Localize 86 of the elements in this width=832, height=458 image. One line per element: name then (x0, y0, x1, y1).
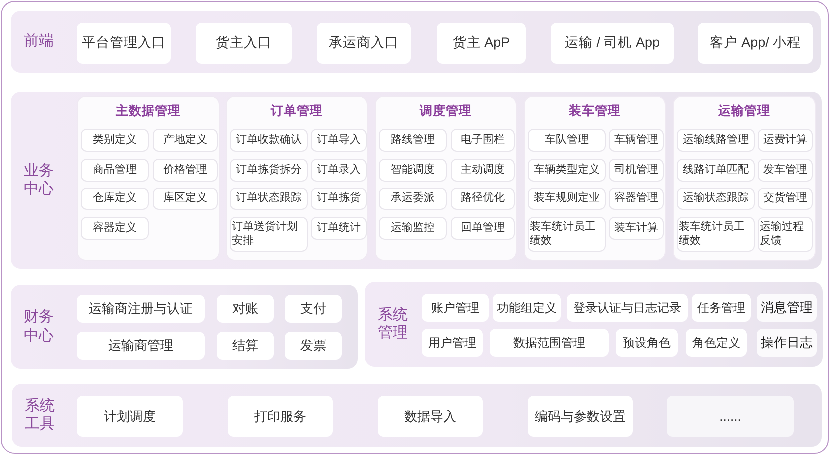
function-tile: 角色定义 (686, 329, 747, 357)
module-panel (77, 96, 220, 261)
function-tile: 支付 (285, 295, 342, 323)
function-tile: 产地定义 (153, 129, 218, 152)
function-tile: 商品管理 (81, 159, 149, 182)
function-tile: 订单统计 (311, 217, 367, 240)
function-tile: 任务管理 (692, 294, 751, 322)
function-tile: 车辆管理 (609, 129, 664, 152)
function-tile: 编码与参数设置 (528, 396, 633, 437)
layer-band (11, 285, 358, 369)
function-tile: 结算 (217, 332, 274, 360)
function-tile: 承运委派 (379, 188, 447, 210)
layer-title: 财务中心 (24, 308, 55, 346)
function-tile: 智能调度 (379, 159, 447, 182)
panel-title: 运输管理 (718, 103, 770, 120)
function-tile: 功能组定义 (493, 294, 561, 322)
function-tile: 运输状态跟踪 (677, 188, 755, 210)
function-tile: 交货管理 (758, 188, 813, 210)
function-tile: 订单录入 (311, 159, 367, 182)
function-tile: 库区定义 (153, 188, 218, 210)
layer-band (11, 11, 821, 73)
function-tile: 对账 (217, 295, 274, 323)
panel-title: 主数据管理 (116, 103, 181, 120)
layer-band (11, 92, 822, 269)
function-tile: 用户管理 (422, 329, 483, 357)
function-tile: 订单导入 (311, 129, 367, 152)
function-tile: ...... (667, 396, 794, 437)
function-tile: 路径优化 (451, 188, 515, 210)
panel-title: 订单管理 (271, 103, 323, 120)
function-tile: 操作日志 (757, 329, 817, 357)
function-tile: 容器管理 (609, 188, 664, 210)
function-tile: 订单送货计划安排 (230, 217, 308, 252)
layer-title: 前端 (24, 32, 54, 52)
layer-band (12, 384, 822, 447)
function-tile: 仓库定义 (81, 188, 149, 210)
function-tile: 回单管理 (451, 217, 515, 240)
function-tile: 车队管理 (528, 129, 606, 152)
function-tile: 订单状态跟踪 (230, 188, 308, 210)
function-tile: 车辆类型定义 (528, 159, 606, 182)
module-panel (375, 96, 517, 261)
function-tile: 账户管理 (422, 294, 489, 322)
function-tile: 订单拣货拆分 (230, 159, 308, 182)
layer-title: 系统管理 (378, 306, 409, 344)
function-tile: 消息管理 (757, 294, 817, 322)
function-tile: 货主 ApP (437, 23, 526, 64)
function-tile: 发票 (285, 332, 342, 360)
module-panel (524, 96, 666, 261)
function-tile: 运输监控 (379, 217, 447, 240)
function-tile: 装车计算 (609, 217, 664, 240)
panel-title: 装车管理 (569, 103, 621, 120)
function-tile: 价格管理 (153, 159, 218, 182)
function-tile: 司机管理 (609, 159, 664, 182)
function-tile: 数据导入 (378, 396, 483, 437)
function-tile: 装车规则定业 (528, 188, 606, 210)
function-tile: 线路订单匹配 (677, 159, 755, 182)
function-tile: 客户 App/ 小程 (698, 23, 813, 64)
function-tile: 订单收款确认 (230, 129, 308, 152)
function-tile: 运输商注册与认证 (77, 295, 205, 323)
function-tile: 运输 / 司机 App (551, 23, 674, 64)
function-tile: 容器定义 (81, 217, 149, 240)
function-tile: 数据范围管理 (490, 329, 609, 357)
function-tile: 运输商管理 (77, 332, 205, 360)
function-tile: 发车管理 (758, 159, 813, 182)
module-panel (226, 96, 368, 261)
module-panel (673, 96, 816, 261)
function-tile: 计划调度 (77, 396, 183, 437)
function-tile: 货主入口 (196, 23, 292, 64)
function-tile: 运输线路管理 (677, 129, 755, 152)
function-tile: 预设角色 (616, 329, 678, 357)
function-tile: 运费计算 (758, 129, 813, 152)
panel-title: 调度管理 (420, 103, 472, 120)
function-tile: 承运商入口 (317, 23, 411, 64)
function-tile: 装车统计员工绩效 (677, 217, 755, 252)
layer-title: 业务中心 (24, 162, 55, 200)
function-tile: 打印服务 (228, 396, 333, 437)
function-tile: 装车统计员工绩效 (528, 217, 606, 252)
function-tile: 路线管理 (379, 129, 447, 152)
function-tile: 登录认证与日志记录 (567, 294, 688, 322)
function-tile: 订单拣货 (311, 188, 367, 210)
layer-band (365, 282, 823, 367)
function-tile: 运输过程反馈 (758, 217, 813, 252)
function-tile: 平台管理入口 (77, 23, 171, 64)
function-tile: 类别定义 (81, 129, 149, 152)
function-tile: 主动调度 (451, 159, 515, 182)
layer-title: 系统工具 (25, 396, 56, 434)
function-tile: 电子围栏 (451, 129, 515, 152)
